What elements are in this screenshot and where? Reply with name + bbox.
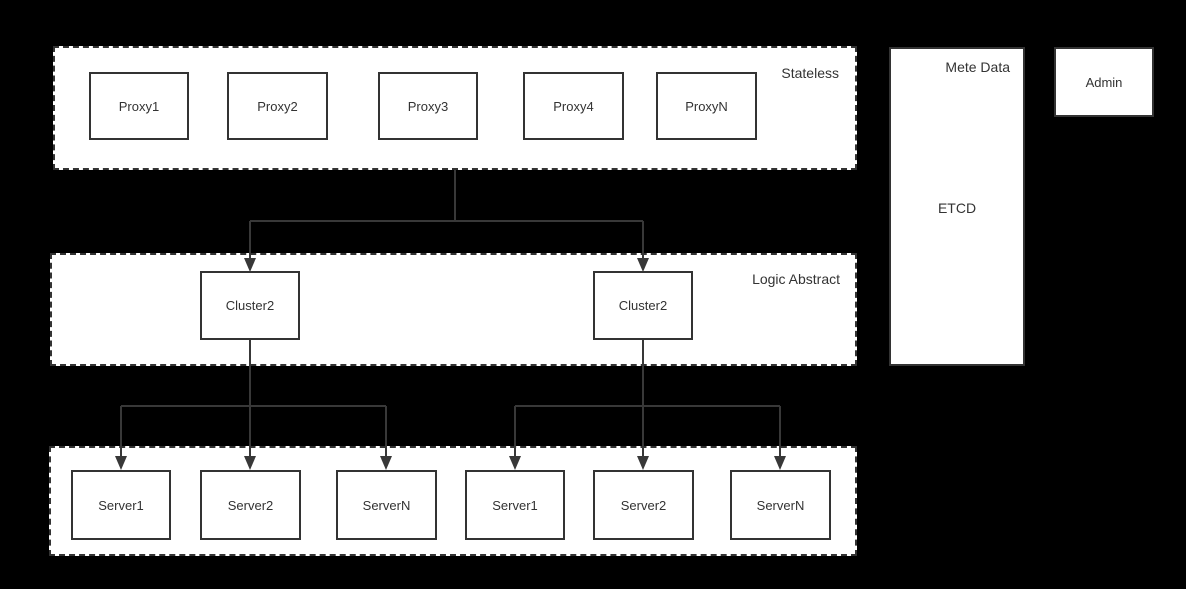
node-etcd: ETCD xyxy=(937,200,977,216)
node-proxy1: Proxy1 xyxy=(89,72,189,140)
logic-abstract-group: Logic Abstract xyxy=(50,253,857,366)
node-cluster2-left: Cluster2 xyxy=(200,271,300,340)
node-servern-right: ServerN xyxy=(730,470,831,540)
node-proxy4: Proxy4 xyxy=(523,72,624,140)
node-admin: Admin xyxy=(1054,47,1154,117)
stateless-group-label: Stateless xyxy=(781,65,839,81)
node-servern-left: ServerN xyxy=(336,470,437,540)
servers-group xyxy=(49,446,857,556)
node-proxy3: Proxy3 xyxy=(378,72,478,140)
node-proxyn: ProxyN xyxy=(656,72,757,140)
meta-data-group-label: Mete Data xyxy=(945,59,1010,75)
meta-data-group: Mete Data xyxy=(889,47,1025,366)
node-server2-left: Server2 xyxy=(200,470,301,540)
node-server1-right: Server1 xyxy=(465,470,565,540)
node-proxy2: Proxy2 xyxy=(227,72,328,140)
node-server2-right: Server2 xyxy=(593,470,694,540)
logic-abstract-group-label: Logic Abstract xyxy=(752,271,840,287)
node-cluster2-right: Cluster2 xyxy=(593,271,693,340)
node-server1-left: Server1 xyxy=(71,470,171,540)
connector-stateless-stem xyxy=(249,170,644,258)
